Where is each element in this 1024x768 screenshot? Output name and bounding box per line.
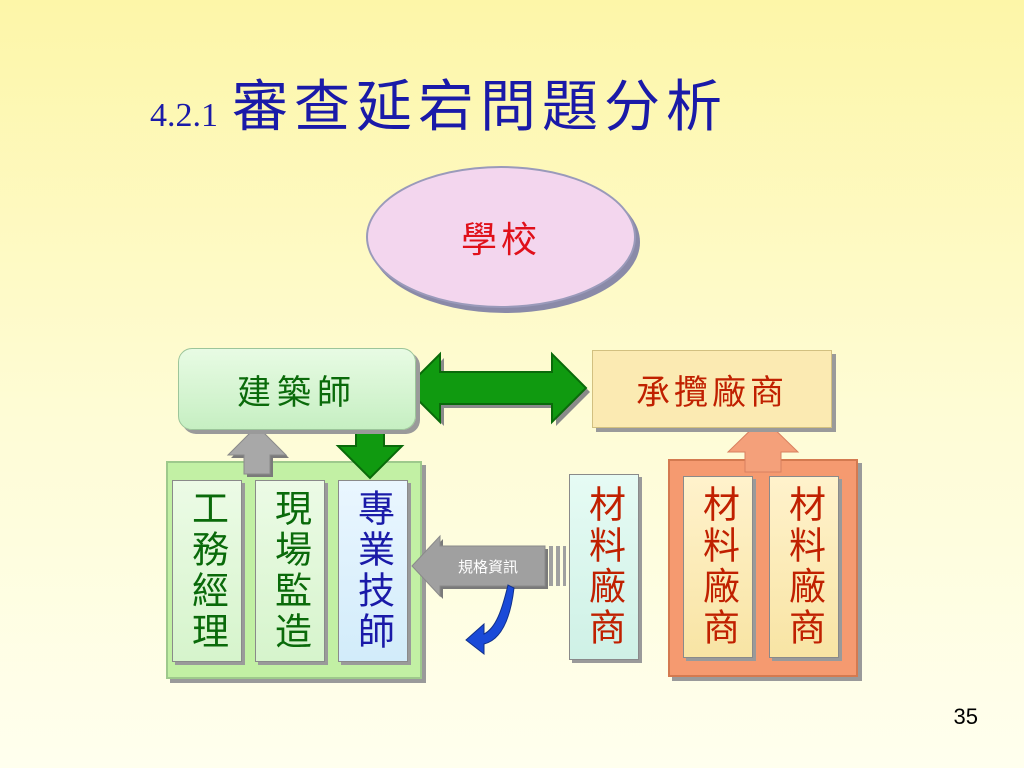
- architect-label: 建築師: [237, 372, 357, 413]
- material-supplier-label: 材料廠商: [696, 485, 740, 649]
- material-supplier-node: 材料廠商: [769, 476, 839, 658]
- material-supplier-label: 材料廠商: [782, 485, 826, 649]
- professional-engineer-label: 專業技師: [351, 489, 395, 653]
- left-arrow-icon: [411, 534, 566, 599]
- down-arrow-icon: [335, 421, 405, 480]
- page-number: 35: [953, 704, 978, 729]
- slide-title: 4.2.1 審查延宕問題分析: [150, 62, 910, 142]
- material-supplier-node: 材料廠商: [569, 474, 639, 660]
- spec-info-label: 規格資訊: [457, 557, 518, 576]
- site-manager-node: 工務經理: [172, 480, 242, 662]
- section-number: 4.2.1: [150, 97, 218, 134]
- double-arrow-icon: [404, 351, 588, 425]
- professional-engineer-node: 專業技師: [338, 480, 408, 662]
- school-node: 學校: [366, 166, 636, 308]
- contractor-label: 承攬廠商: [636, 372, 788, 413]
- school-label: 學校: [460, 220, 541, 261]
- site-manager-label: 工務經理: [185, 489, 229, 653]
- up-arrow-icon: [726, 417, 800, 473]
- site-supervisor-label: 現場監造: [268, 489, 312, 653]
- section-title: 審查延宕問題分析: [232, 75, 728, 140]
- site-supervisor-node: 現場監造: [255, 480, 325, 662]
- architect-node: 建築師: [178, 348, 416, 430]
- curved-arrow-icon: [465, 584, 515, 656]
- up-arrow-icon: [226, 425, 289, 477]
- contractor-node: 承攬廠商: [592, 350, 832, 428]
- material-supplier-label: 材料廠商: [582, 485, 626, 649]
- material-supplier-node: 材料廠商: [683, 476, 753, 658]
